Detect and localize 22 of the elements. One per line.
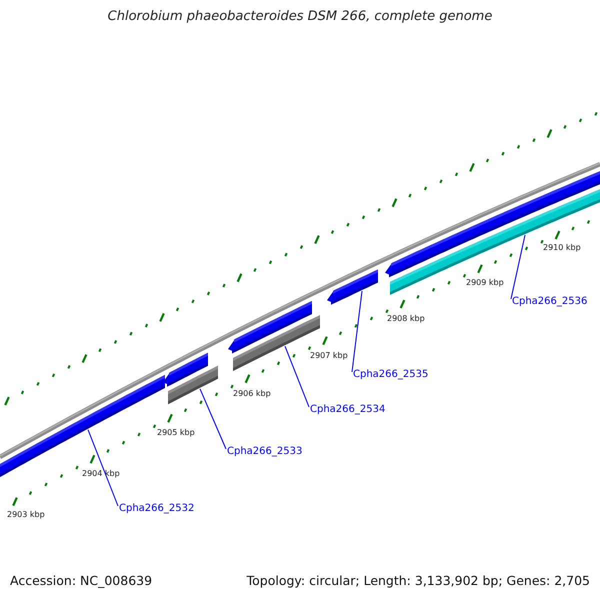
leader-line [510, 234, 526, 300]
genome-summary-text: Topology: circular; Length: 3,133,902 bp; Genes: 2,705 [246, 574, 590, 588]
accession-text: Accession: NC_008639 [10, 574, 152, 588]
scale-label: 2909 kbp [466, 279, 504, 288]
gene-label: Cpha266_2534 [310, 404, 386, 415]
scale-label: 2910 kbp [543, 244, 581, 253]
leader-line [352, 290, 362, 372]
gene-label: Cpha266_2536 [512, 296, 588, 307]
leader-line [284, 346, 310, 408]
gene-label: Cpha266_2532 [119, 503, 194, 514]
scale-label: 2907 kbp [310, 352, 348, 361]
gene-label: Cpha266_2535 [353, 369, 428, 380]
scale-label: 2904 kbp [82, 470, 120, 479]
scale-label: 2903 kbp [7, 511, 45, 520]
title: Chlorobium phaeobacteroides DSM 266, complete genome [106, 10, 494, 24]
gene-feature [327, 270, 378, 305]
gene-label: Cpha266_2533 [227, 446, 302, 457]
scale-label: 2908 kbp [387, 315, 425, 324]
scale-label: 2906 kbp [233, 390, 271, 399]
leader-line [88, 429, 118, 506]
scale-label: 2905 kbp [157, 429, 195, 438]
gene-segment [168, 366, 218, 404]
